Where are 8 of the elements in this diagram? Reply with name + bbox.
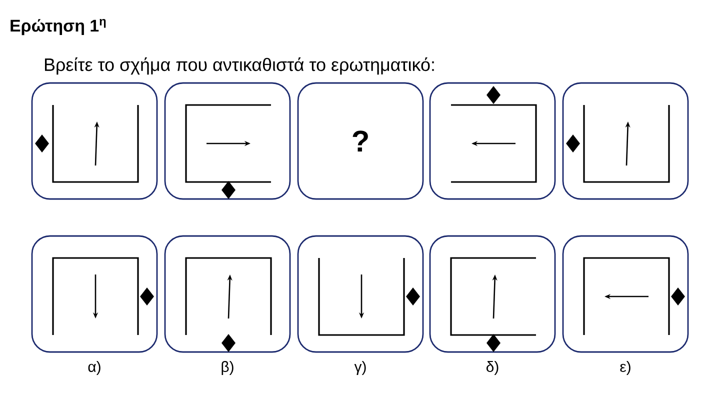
option-label: β) (222, 361, 234, 375)
title: Ερώτηση 1$^{η}$ (10, 18, 106, 36)
option-label: ε) (620, 361, 630, 375)
option-label: δ) (486, 361, 498, 375)
instruction-text: Βρείτε το σχήμα που αντικαθιστά το ερωτηματικό: (45, 57, 434, 75)
tile-box: ? (297, 82, 424, 200)
option-label: γ) (354, 361, 366, 375)
option-label: α) (88, 361, 100, 375)
